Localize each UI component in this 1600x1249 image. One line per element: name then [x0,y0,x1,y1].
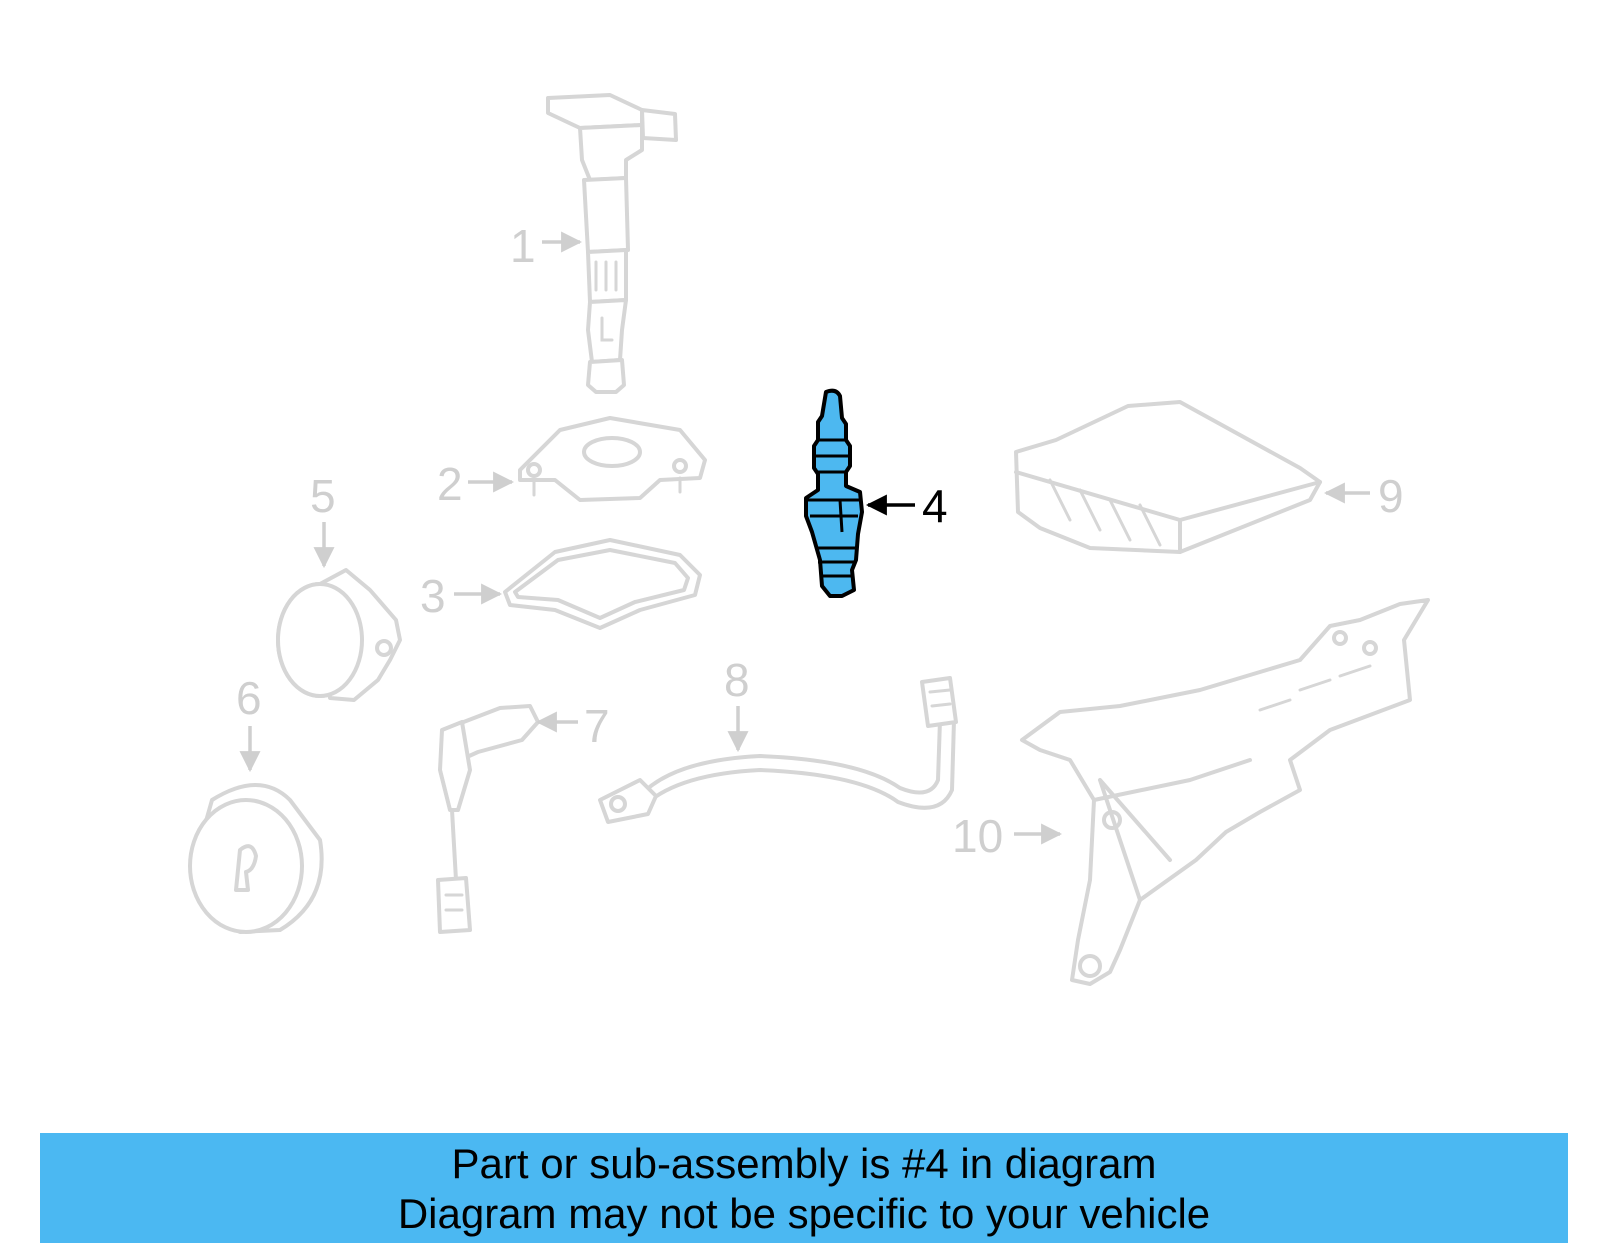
position-sensor-icon[interactable] [436,704,540,934]
callout-5-label: 5 [310,470,336,522]
callout-8: 8 [724,654,750,753]
banner-line-disclaimer: Diagram may not be specific to your vehi… [397,1190,1211,1237]
callout-9: 9 [1323,470,1404,522]
callout-8-label: 8 [724,654,750,706]
callout-3: 3 [420,570,503,622]
sensor-icon[interactable] [276,568,402,702]
banner-line-part: Part or sub-assembly is #4 in diagram [451,1140,1157,1187]
callout-1-label: 1 [510,220,536,272]
wire-harness-icon[interactable] [598,676,958,824]
callout-10: 10 [952,810,1063,862]
mounting-bracket-icon[interactable] [1020,598,1430,986]
callout-7-label: 7 [584,700,610,752]
callout-4-label: 4 [922,480,948,532]
callout-4: 4 [865,480,948,532]
callout-1: 1 [510,220,583,272]
control-module-icon[interactable] [1014,400,1322,554]
round-module-icon[interactable] [188,783,324,934]
coil-bracket-icon[interactable] [518,416,707,502]
callout-9-label: 9 [1378,470,1404,522]
callout-6-label: 6 [236,672,262,724]
ignition-coil-icon[interactable] [546,93,678,394]
gasket-icon[interactable] [503,538,702,630]
callout-5: 5 [310,470,336,569]
callout-7: 7 [535,700,610,752]
callout-2-label: 2 [437,458,463,510]
callout-2: 2 [437,458,515,510]
callout-10-label: 10 [952,810,1003,862]
callout-3-label: 3 [420,570,446,622]
callout-6: 6 [236,672,262,773]
spark-plug-icon[interactable] [804,388,864,598]
info-banner: Part or sub-assembly is #4 in diagram Di… [40,1133,1568,1243]
